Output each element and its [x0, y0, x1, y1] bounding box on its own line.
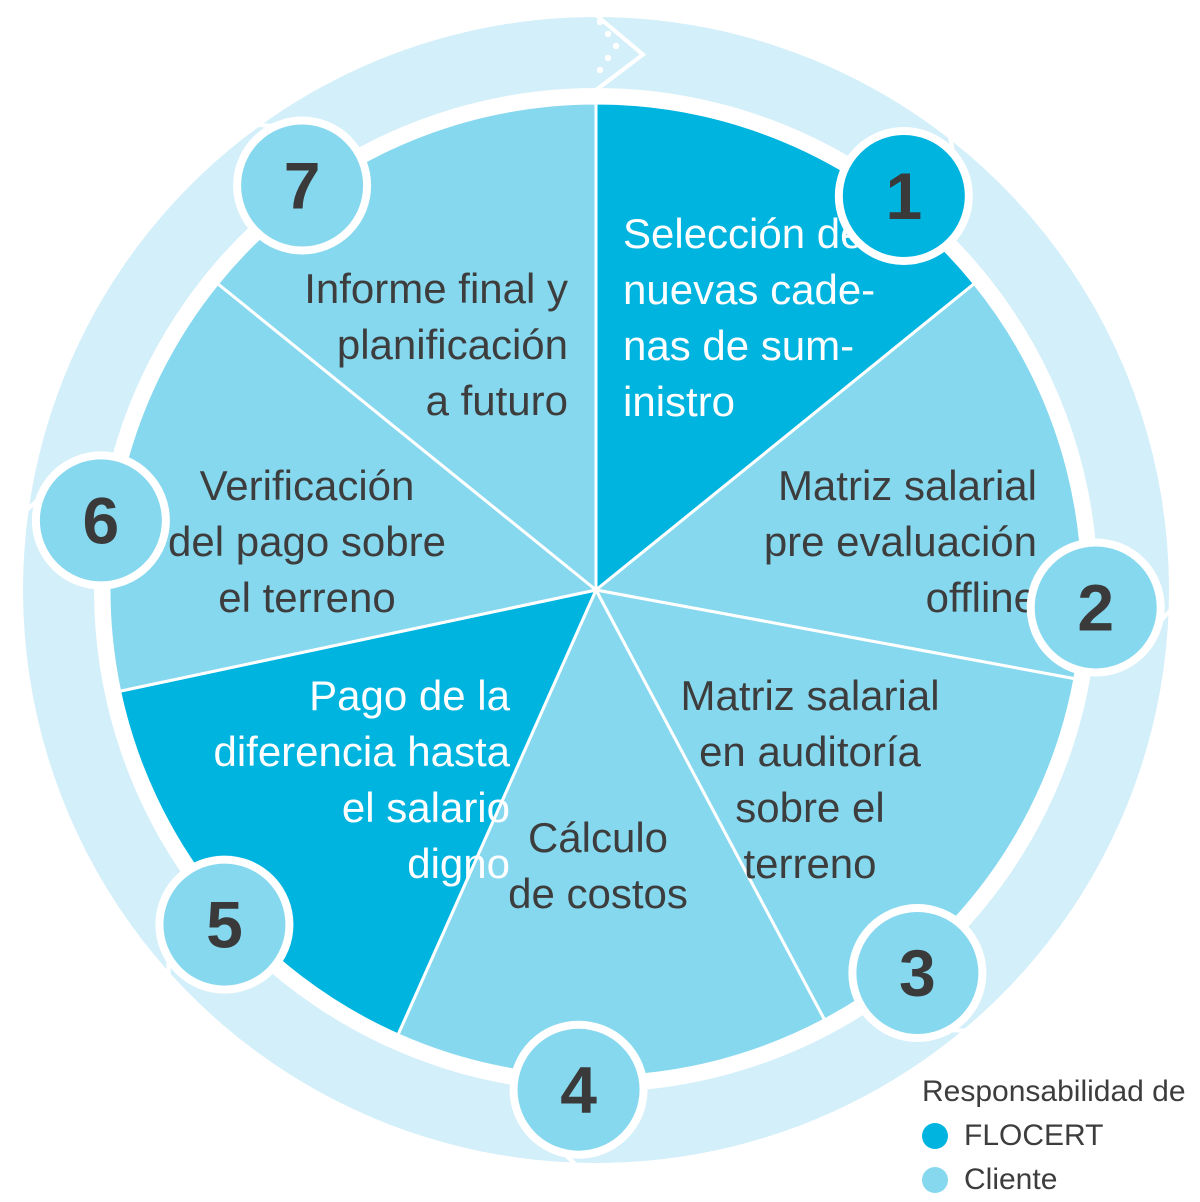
badge-circle [155, 855, 294, 994]
label-line: en auditoría [699, 728, 921, 775]
badge-circle [834, 126, 973, 265]
step-number: 4 [560, 1053, 597, 1127]
step-number: 3 [899, 936, 936, 1010]
badge-circle [1026, 538, 1165, 677]
label-line: Informe final y [304, 265, 568, 312]
label-line: planificación [337, 321, 568, 368]
label-line: Verificación [200, 462, 415, 509]
label-line: Cálculo [528, 814, 668, 861]
label-line: el terreno [218, 574, 395, 621]
label-line: digno [407, 840, 510, 887]
label-step-3: Matriz salarial en auditoría sobre el terre… [680, 672, 939, 887]
start-marker-dot [612, 42, 620, 50]
label-step-2: Matriz salarial pre evaluación offline [764, 462, 1037, 621]
legend: Responsabilidad de FLOCERT Cliente [922, 1070, 1200, 1202]
label-line: Selección de [623, 210, 864, 257]
label-step-7: Informe final y planificación a futuro [304, 265, 568, 424]
label-step-4: Cálculo de costos [508, 814, 688, 917]
badge-step-2: 2 [1026, 538, 1165, 677]
badge-circle [233, 116, 372, 255]
label-line: nuevas cade- [623, 266, 875, 313]
label-line: el salario [342, 784, 510, 831]
step-wedges [95, 89, 1097, 1091]
legend-item-cliente: Cliente [922, 1158, 1200, 1202]
badge-step-3: 3 [848, 904, 987, 1043]
step-number: 5 [206, 888, 243, 962]
step-number: 7 [284, 148, 321, 222]
label-line: nas de sum- [623, 322, 854, 369]
badge-step-4: 4 [509, 1020, 648, 1159]
legend-label-flocert: FLOCERT [964, 1119, 1104, 1152]
label-line: sobre el [735, 784, 884, 831]
badge-circle [848, 904, 987, 1043]
label-step-1: Selección de nuevas cade-nas de sum-inist… [623, 210, 875, 425]
label-line: terreno [743, 840, 876, 887]
step-number-badges: 1 2 3 4 5 6 7 [31, 116, 1165, 1159]
label-step-5: Pago de la diferencia hasta el salario dign… [213, 672, 510, 887]
step-number: 1 [885, 159, 922, 233]
label-line: del pago sobre [168, 518, 446, 565]
badge-circle [509, 1020, 648, 1159]
label-line: Pago de la [309, 672, 510, 719]
label-step-6: Verificación del pago sobre el terreno [168, 462, 446, 621]
label-line: diferencia hasta [213, 728, 510, 775]
legend-title: Responsabilidad de [922, 1075, 1186, 1108]
step-number: 6 [83, 483, 120, 557]
label-line: a futuro [426, 377, 568, 424]
start-marker-dot [596, 18, 604, 26]
start-marker-dot [604, 54, 612, 62]
badge-step-6: 6 [31, 451, 170, 590]
label-line: de costos [508, 870, 688, 917]
legend-label-cliente: Cliente [964, 1163, 1058, 1196]
label-line: Matriz salarial [680, 672, 939, 719]
label-line: offline [926, 574, 1037, 621]
step-number: 2 [1077, 570, 1114, 644]
step-labels: Selección de nuevas cade-nas de sum-inist… [168, 210, 1037, 917]
badge-step-1: 1 [834, 126, 973, 265]
badge-step-7: 7 [233, 116, 372, 255]
legend-swatch-cliente [922, 1167, 948, 1193]
start-marker-dot [604, 30, 612, 38]
label-line: Matriz salarial [778, 462, 1037, 509]
badge-step-5: 5 [155, 855, 294, 994]
label-line: pre evaluación [764, 518, 1037, 565]
legend-item-flocert: FLOCERT [922, 1114, 1200, 1158]
legend-swatch-flocert [922, 1123, 948, 1149]
badge-circle [31, 451, 170, 590]
start-marker-dot [596, 66, 604, 74]
label-line: inistro [623, 378, 735, 425]
